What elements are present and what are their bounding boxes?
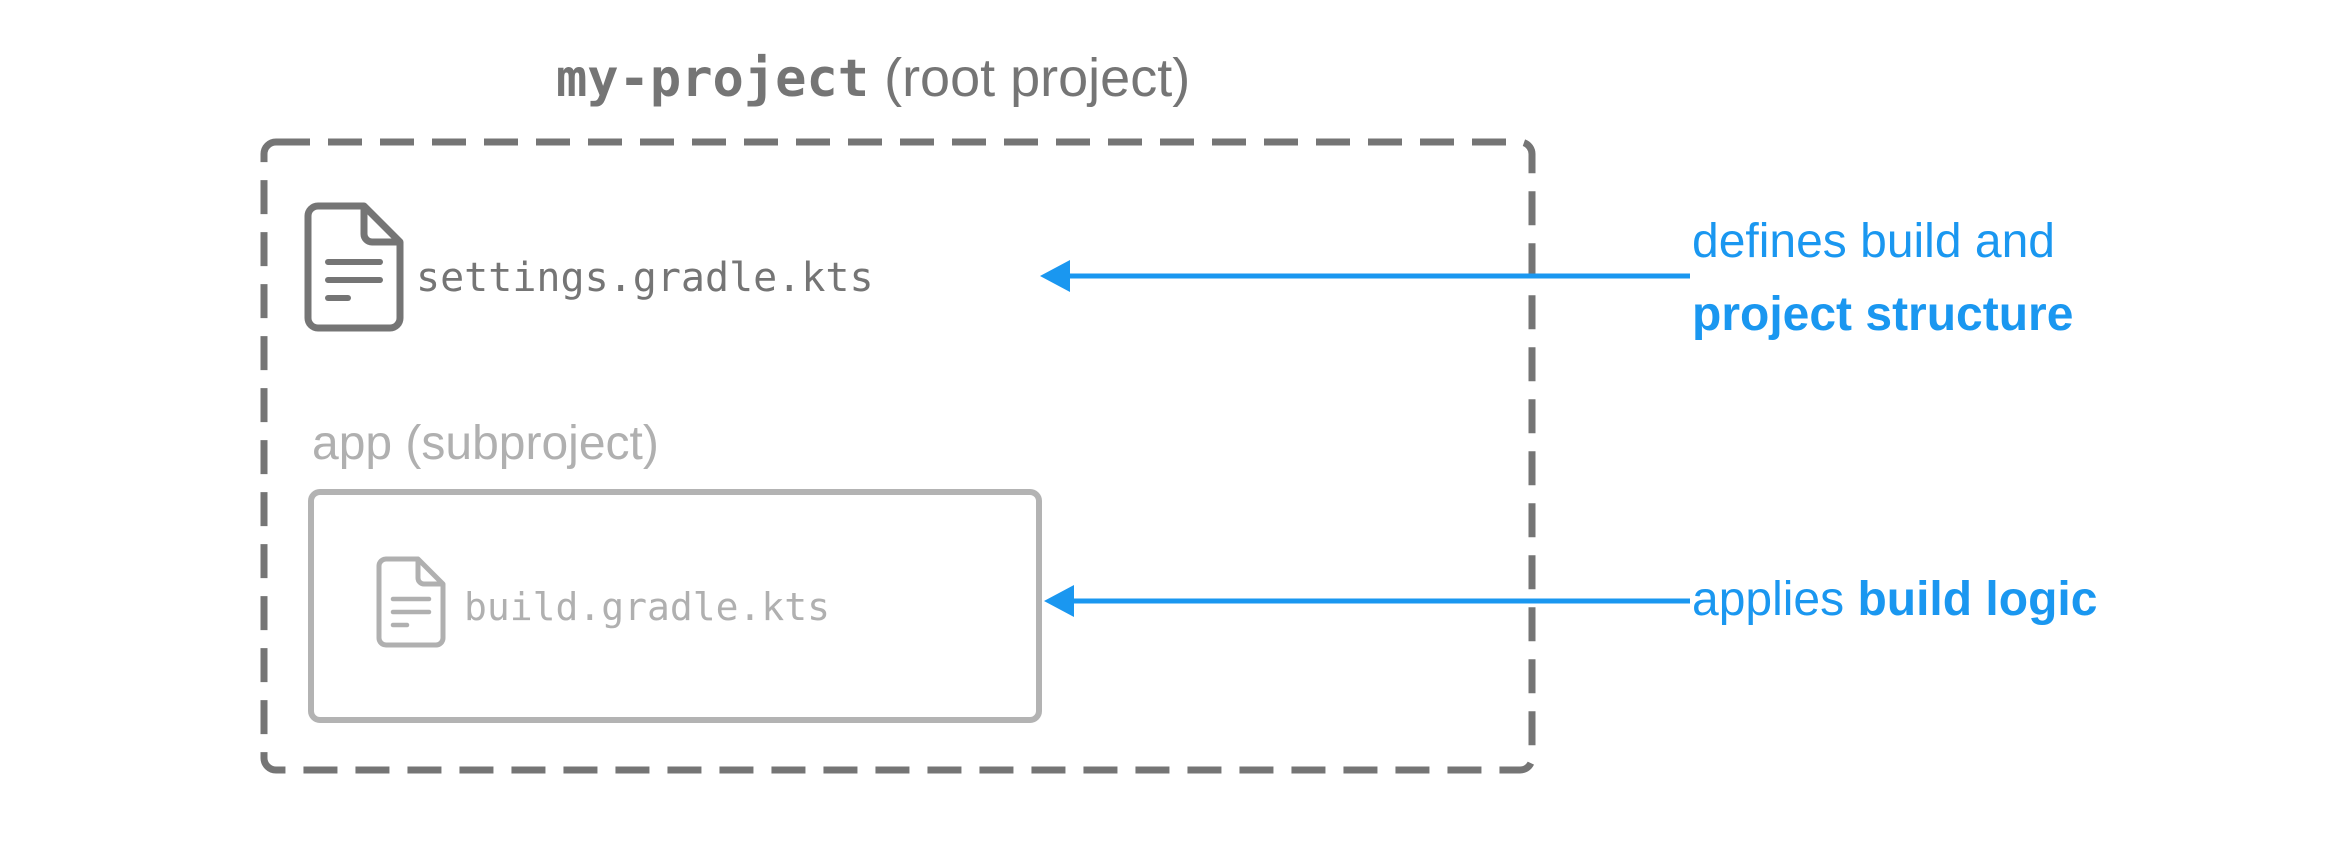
subproject-title: app (subproject): [312, 417, 659, 470]
build-annotation-bold: build logic: [1857, 573, 2098, 626]
settings-annotation-line1: defines build and: [1692, 215, 2055, 268]
settings-file-icon: [304, 202, 404, 332]
root-project-title: my-project (root project): [556, 42, 1190, 115]
build-file-label: build.gradle.kts: [464, 585, 831, 629]
build-file-icon: [376, 556, 446, 648]
root-project-box: [260, 138, 1536, 774]
settings-annotation-line2: project structure: [1692, 288, 2074, 341]
subproject-box: [308, 489, 1042, 723]
build-arrow: [1044, 585, 1690, 617]
root-project-suffix: (root project): [884, 48, 1191, 108]
build-annotation: applies build logic: [1692, 568, 2097, 632]
build-annotation-prefix: applies: [1692, 573, 1845, 626]
settings-arrow: [1040, 260, 1690, 292]
root-project-name: my-project: [556, 49, 870, 109]
settings-file-label: settings.gradle.kts: [416, 255, 874, 301]
